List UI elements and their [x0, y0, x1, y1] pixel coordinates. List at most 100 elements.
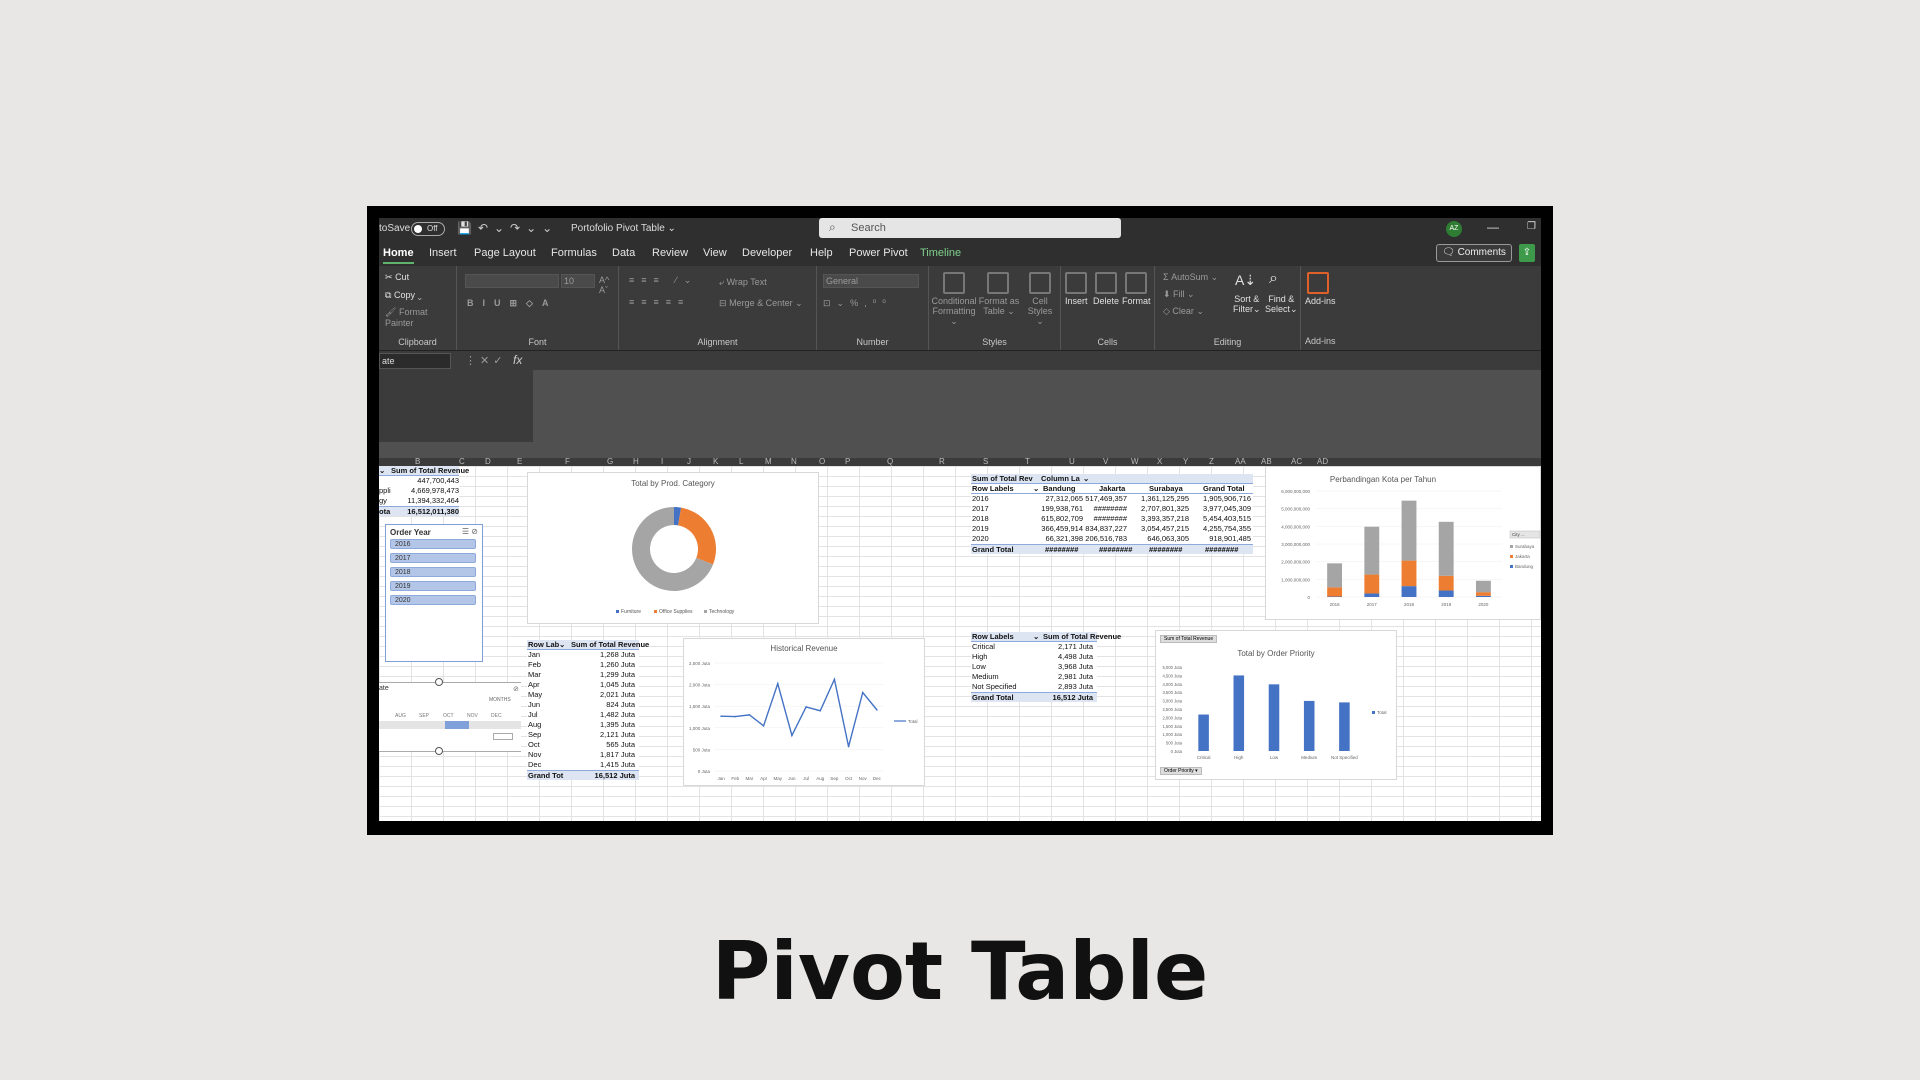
format-as-table-icon[interactable] [987, 272, 1009, 294]
format-painter-button[interactable]: 🖌 Format Painter [385, 307, 456, 328]
document-title[interactable]: Portofolio Pivot Table ⌄ [571, 223, 676, 234]
formula-cancel-enter-icons[interactable]: ⋮✕✓ [465, 355, 507, 367]
search-box[interactable]: ⌕ Search [819, 218, 1121, 238]
slicer-item-2017[interactable]: 2017 [390, 553, 476, 563]
tab-power-pivot[interactable]: Power Pivot [849, 247, 908, 259]
column-letter[interactable]: O [819, 457, 826, 466]
column-letter[interactable]: M [765, 457, 772, 466]
fill-button[interactable]: ⬇ Fill ⌄ [1163, 289, 1195, 299]
column-letter[interactable]: P [845, 457, 851, 466]
column-letter[interactable]: I [661, 457, 664, 466]
tab-home[interactable]: Home [383, 247, 414, 264]
insert-cells-label[interactable]: Insert [1065, 296, 1088, 306]
find-select-icon[interactable]: ⌕ [1269, 270, 1278, 287]
resize-handle[interactable] [435, 747, 443, 755]
column-letter[interactable]: E [517, 457, 523, 466]
column-letter[interactable]: D [485, 457, 491, 466]
align-top-icons[interactable]: ≡≡≡ ⁄⌄ [629, 275, 699, 285]
minimize-icon[interactable]: — [1487, 220, 1499, 234]
tab-review[interactable]: Review [652, 247, 689, 259]
pivot-priority[interactable]: Row Labels⌄Sum of Total Revenue Critical… [971, 632, 1121, 702]
comments-button[interactable]: 🗨 Comments [1436, 244, 1512, 262]
add-ins-icon[interactable] [1307, 272, 1329, 294]
tab-formulas[interactable]: Formulas [551, 247, 597, 259]
slicer-item-2019[interactable]: 2019 [390, 581, 476, 591]
bold-italic-underline-buttons[interactable]: BIU⊞◇A [467, 298, 558, 308]
column-letter[interactable]: R [939, 457, 945, 466]
column-letter[interactable]: J [687, 457, 691, 466]
tab-developer[interactable]: Developer [742, 247, 793, 259]
merge-center-button[interactable]: ⊟ Merge & Center ⌄ [719, 298, 803, 308]
slicer-item-2016[interactable]: 2016 [390, 539, 476, 549]
column-letter[interactable]: H [633, 457, 639, 466]
column-letter[interactable]: G [607, 457, 614, 466]
column-letter[interactable]: S [983, 457, 989, 466]
slicer-item-2018[interactable]: 2018 [390, 567, 476, 577]
column-letter[interactable]: AB [1261, 457, 1272, 466]
add-ins-label[interactable]: Add-ins [1305, 296, 1336, 306]
font-size-select[interactable]: 10 [561, 274, 595, 288]
column-letter[interactable]: N [791, 457, 797, 466]
cell-styles-icon[interactable] [1029, 272, 1051, 294]
format-cells-icon[interactable] [1125, 272, 1147, 294]
column-letter[interactable]: U [1069, 457, 1075, 466]
autosum-button[interactable]: Σ AutoSum ⌄ [1163, 272, 1219, 282]
sort-filter-icon[interactable]: A⇣ [1235, 272, 1257, 288]
number-format-icons[interactable]: ⊡⌄%,⁰⁰ [823, 298, 892, 308]
cut-button[interactable]: ✂ Cut [385, 272, 409, 283]
tab-timeline[interactable]: Timeline [920, 247, 962, 259]
align-horizontal-icons[interactable]: ≡≡≡≡≡ [629, 297, 691, 307]
column-letter[interactable]: AC [1291, 457, 1303, 466]
autosave-toggle[interactable]: Off [411, 222, 445, 236]
delete-cells-icon[interactable] [1095, 272, 1117, 294]
conditional-formatting-icon[interactable] [943, 272, 965, 294]
column-letter[interactable]: C [459, 457, 465, 466]
format-cells-label[interactable]: Format [1122, 296, 1151, 306]
column-letter[interactable]: K [713, 457, 719, 466]
column-letter[interactable]: AA [1235, 457, 1246, 466]
tab-help[interactable]: Help [810, 247, 833, 259]
column-letter[interactable]: X [1157, 457, 1163, 466]
find-select-label[interactable]: Find &Select⌄ [1265, 294, 1298, 314]
field-button-axis[interactable]: Order Priority ▾ [1160, 767, 1202, 775]
copy-button[interactable]: ⧉ Copy ⌄ [385, 290, 422, 300]
column-letter[interactable]: Y [1183, 457, 1189, 466]
tab-view[interactable]: View [703, 247, 727, 259]
slicer-item-2020[interactable]: 2020 [390, 595, 476, 605]
function-icon[interactable]: fx [513, 353, 523, 367]
column-letter[interactable]: F [565, 457, 570, 466]
share-button[interactable]: ⇪ [1519, 244, 1535, 262]
bar-chart-order-priority[interactable]: Sum of Total Revenue Total by Order Prio… [1155, 630, 1397, 780]
column-letter[interactable]: Z [1209, 457, 1214, 466]
font-name-select[interactable] [465, 274, 559, 288]
column-letter[interactable]: V [1103, 457, 1109, 466]
insert-cells-icon[interactable] [1065, 272, 1087, 294]
timeline-unit[interactable]: MONTHS [489, 697, 511, 703]
column-letter[interactable]: T [1025, 457, 1030, 466]
column-letter[interactable]: Q [887, 457, 894, 466]
resize-handle[interactable] [435, 678, 443, 686]
timeline-selection[interactable] [445, 721, 469, 729]
tab-insert[interactable]: Insert [429, 247, 457, 259]
clear-button[interactable]: ◇ Clear ⌄ [1163, 306, 1204, 316]
wrap-text-button[interactable]: ⤶ Wrap Text [719, 277, 767, 288]
delete-cells-label[interactable]: Delete [1093, 296, 1120, 306]
column-letter[interactable]: W [1131, 457, 1139, 466]
slicer-filter-icon[interactable]: ☰ ⊘ [461, 527, 478, 536]
date-timeline[interactable]: ate ⊘ MONTHS AUG SEP OCT NOV DEC [379, 682, 521, 755]
restore-icon[interactable]: ❐ [1527, 221, 1536, 232]
quick-access-toolbar[interactable]: 💾↶⌄↷⌄⌄ [457, 221, 559, 235]
formula-input[interactable] [533, 370, 1541, 442]
tab-page-layout[interactable]: Page Layout [474, 247, 536, 259]
timeline-scrollbar[interactable] [493, 733, 513, 740]
tab-data[interactable]: Data [612, 247, 636, 259]
grow-font-icon[interactable]: A^ Aˇ [599, 275, 610, 295]
